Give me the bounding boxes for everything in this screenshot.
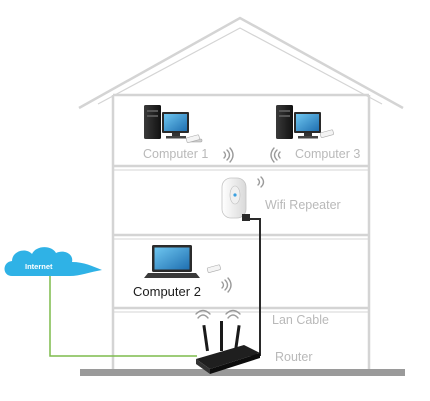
usb-adapter-icon: [185, 134, 200, 143]
usb-adapter-icon: [319, 129, 334, 138]
cloud-icon: [4, 247, 102, 276]
wifi-signal-icon: [257, 176, 265, 188]
desktop-computer-icon: [144, 105, 203, 143]
house-structure: [78, 16, 404, 372]
roof: [78, 16, 404, 110]
roof-inner: [97, 27, 383, 105]
wifi-signal-icon: [223, 147, 234, 163]
desktop-computer-icon: [276, 105, 321, 139]
wifi-signal-icon: [221, 277, 232, 293]
laptop-icon: [144, 245, 200, 278]
internet-label: Internet: [25, 262, 53, 271]
usb-adapter-icon: [206, 264, 221, 273]
computer-2-label: Computer 2: [133, 284, 201, 299]
router-icon: [196, 321, 260, 374]
computer-3-label: Computer 3: [295, 147, 361, 161]
wifi-signal-icon: [225, 309, 241, 319]
ground: [80, 369, 405, 376]
computer-1-label: Computer 1: [143, 147, 209, 161]
router-label: Router: [275, 350, 313, 364]
wifi-signal-icon: [195, 309, 211, 319]
wifi-repeater-icon: [221, 177, 250, 221]
lan-cable-label: Lan Cable: [272, 313, 329, 327]
wifi-signal-icon: [270, 147, 281, 163]
internet-line: [49, 272, 197, 357]
wifi-repeater-label: Wifi Repeater: [265, 198, 341, 212]
